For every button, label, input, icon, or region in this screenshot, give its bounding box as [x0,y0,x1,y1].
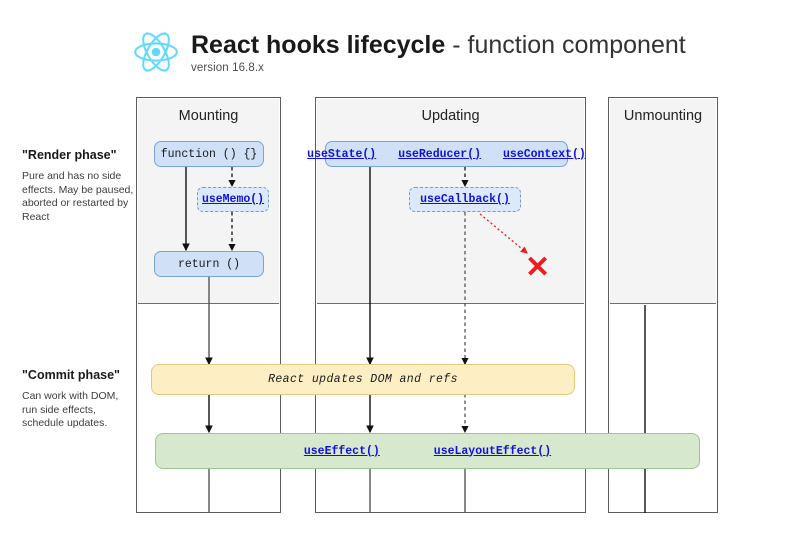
render-phase-title: "Render phase" [22,148,117,162]
node-use-callback[interactable]: useCallback() [409,187,521,212]
column-title-updating: Updating [421,108,480,124]
title-subtitle: function component [467,31,686,59]
node-return[interactable]: return () [154,251,264,277]
node-function-declaration[interactable]: function () {} [154,141,264,167]
render-phase-description: Pure and has no side effects. May be pau… [22,170,134,223]
use-callback-link[interactable]: useCallback() [420,193,510,206]
page-header: React hooks lifecycle - function compone… [131,27,686,77]
commit-phase-description: Can work with DOM, run side effects, sch… [22,390,119,429]
column-title-unmounting: Unmounting [623,108,703,124]
version-label: version 16.8.x [191,62,264,74]
commit-phase-title: "Commit phase" [22,368,120,382]
title-separator: - [445,31,468,59]
commit-phase-label: "Commit phase" Can work with DOM, run si… [22,368,134,431]
band-effect-hooks: useEffect() useLayoutEffect() [155,433,700,469]
x-mark-icon: ✕ [525,251,551,284]
unmounting-render-band [609,98,717,304]
use-layout-effect-link[interactable]: useLayoutEffect() [433,444,552,458]
use-effect-link[interactable]: useEffect() [303,444,380,458]
title-block: React hooks lifecycle - function compone… [191,31,686,74]
node-state-hooks-group[interactable]: useState() useReducer() useContext() [307,141,586,167]
column-updating [315,97,586,513]
page-title: React hooks lifecycle - function compone… [191,31,686,59]
node-use-memo[interactable]: useMemo() [197,187,269,212]
title-main: React hooks lifecycle [191,31,446,59]
use-memo-link[interactable]: useMemo() [201,193,265,206]
column-title-mounting: Mounting [178,108,239,124]
react-atom-logo-icon [134,32,178,72]
use-state-link[interactable]: useState() [307,147,377,161]
column-unmounting [608,97,718,513]
use-context-link[interactable]: useContext() [503,147,586,161]
use-reducer-link[interactable]: useReducer() [398,147,482,161]
band-react-updates-dom: React updates DOM and refs [151,364,575,395]
render-phase-label: "Render phase" Pure and has no side effe… [22,148,134,224]
